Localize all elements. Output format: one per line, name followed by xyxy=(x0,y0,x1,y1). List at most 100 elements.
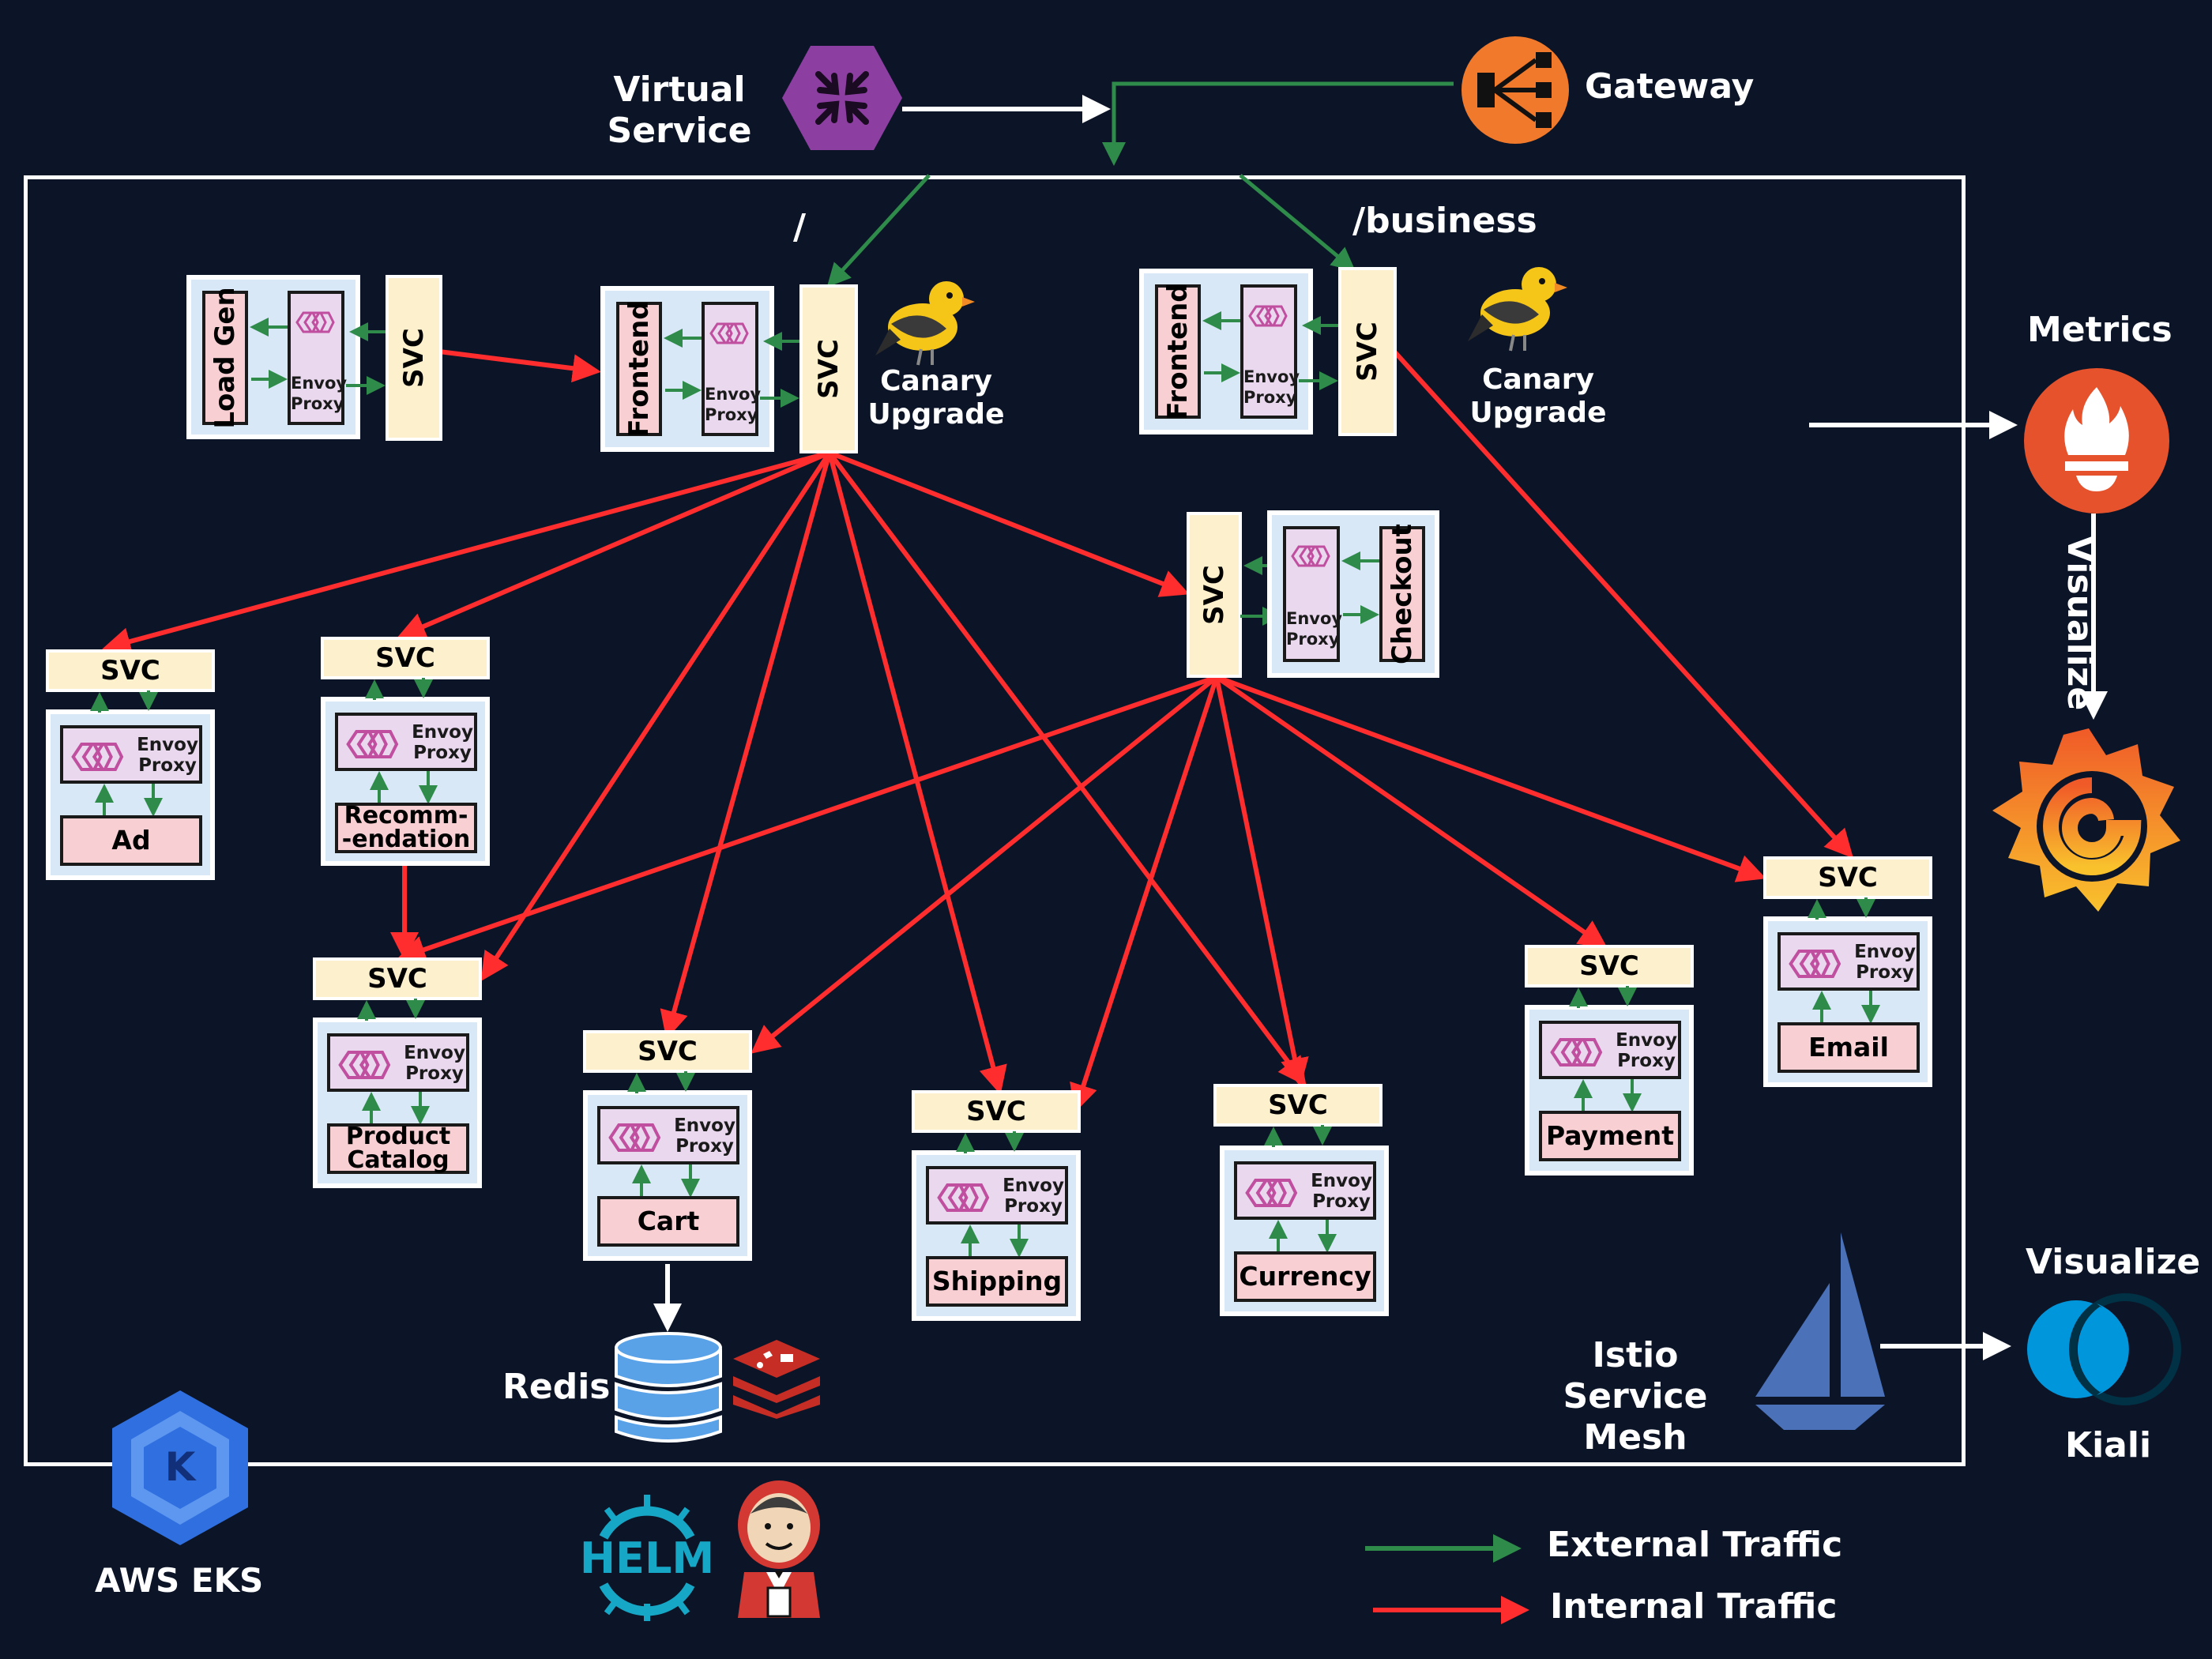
envoy-proxy: Envoy Proxy xyxy=(702,302,761,436)
checkout-label: Checkout xyxy=(1386,524,1418,664)
svc-link-arrows xyxy=(90,690,158,713)
envoy-icon xyxy=(1245,1179,1298,1207)
svc-link-arrows xyxy=(357,999,425,1021)
checkout-app[interactable]: Checkout xyxy=(1379,524,1425,664)
envoy-proxy: Envoy Proxy xyxy=(1283,526,1343,662)
product-catalog-pod[interactable]: Envoy Proxy Product Catalog xyxy=(313,1018,482,1188)
helm-text: HELM xyxy=(580,1533,714,1583)
envoy-proxy-label: Envoy Proxy xyxy=(674,1115,735,1157)
svc-link-arrows xyxy=(627,1071,695,1093)
database-icon xyxy=(615,1332,722,1443)
envoy-icon xyxy=(295,311,335,333)
svc-link-arrows xyxy=(1808,897,1875,920)
envoy-proxy-label: Envoy Proxy xyxy=(1854,942,1916,983)
pod-internal-arrows xyxy=(95,784,163,817)
product-catalog-app[interactable]: Product Catalog xyxy=(327,1123,469,1174)
envoy-proxy: Envoy Proxy xyxy=(597,1106,739,1164)
cart-app[interactable]: Cart xyxy=(597,1196,739,1247)
checkout-svc[interactable]: SVC xyxy=(1187,512,1242,678)
canary-bird-icon xyxy=(1468,267,1567,352)
currency-app[interactable]: Currency xyxy=(1234,1251,1376,1302)
envoy-icon xyxy=(1291,545,1330,567)
legend-external: External Traffic xyxy=(1547,1525,1843,1565)
cart-svc[interactable]: SVC xyxy=(583,1030,752,1073)
envoy-proxy-label: Envoy Proxy xyxy=(1003,1176,1064,1217)
ad-pod[interactable]: Envoy Proxy Ad xyxy=(46,709,215,880)
visualize-grafana-label: Visualize xyxy=(2060,536,2100,711)
svc-link-arrows xyxy=(1569,986,1637,1008)
route-business-label: /business xyxy=(1352,201,1537,241)
frontend-app[interactable]: Frontend xyxy=(616,300,662,438)
envoy-icon xyxy=(338,1051,391,1079)
svg-text:K: K xyxy=(165,1444,198,1490)
prometheus-icon[interactable] xyxy=(2024,368,2169,514)
email-svc[interactable]: SVC xyxy=(1763,856,1932,899)
envoy-proxy-label: Envoy Proxy xyxy=(137,735,198,776)
svc-link-arrows xyxy=(956,1131,1024,1153)
shipping-svc[interactable]: SVC xyxy=(912,1090,1081,1133)
payment-pod[interactable]: Envoy Proxy Payment xyxy=(1525,1005,1694,1176)
frontend-label: Frontend xyxy=(623,300,655,438)
kiali-icon[interactable] xyxy=(2024,1292,2182,1408)
eks-cluster-boundary xyxy=(24,175,1966,1466)
checkout-pod[interactable]: Envoy Proxy Checkout xyxy=(1267,510,1439,678)
payment-svc[interactable]: SVC xyxy=(1525,945,1694,988)
load-gen-app[interactable]: Load Gen xyxy=(202,287,248,429)
ad-app[interactable]: Ad xyxy=(60,815,202,866)
shipping-app[interactable]: Shipping xyxy=(926,1256,1068,1307)
payment-app[interactable]: Payment xyxy=(1539,1111,1681,1161)
pod-internal-arrows xyxy=(961,1224,1029,1258)
load-gen-label: Load Gen xyxy=(209,287,241,429)
envoy-icon xyxy=(1550,1038,1603,1066)
pod-internal-arrows xyxy=(632,1164,700,1198)
redis-icon xyxy=(733,1340,820,1419)
recommendation-svc[interactable]: SVC xyxy=(321,637,490,679)
canary-bird-icon xyxy=(875,281,975,366)
envoy-proxy: Envoy Proxy xyxy=(1778,932,1920,991)
pod-internal-arrows xyxy=(664,329,702,400)
route-root-label: / xyxy=(793,207,807,247)
load-gen-pod[interactable]: Load Gen Envoy Proxy xyxy=(186,275,360,439)
envoy-proxy-label: Envoy Proxy xyxy=(291,374,348,413)
email-app[interactable]: Email xyxy=(1778,1022,1920,1073)
currency-svc[interactable]: SVC xyxy=(1213,1084,1382,1127)
pod-internal-arrows xyxy=(1341,551,1379,624)
svc-link-arrows xyxy=(1264,1125,1332,1147)
eks-icon: K xyxy=(112,1390,248,1545)
gateway-icon[interactable] xyxy=(1460,35,1571,145)
pod-internal-arrows xyxy=(1269,1220,1337,1253)
shipping-pod[interactable]: Envoy Proxy Shipping xyxy=(912,1150,1081,1321)
envoy-proxy-label: Envoy Proxy xyxy=(412,722,473,763)
product-catalog-svc[interactable]: SVC xyxy=(313,957,482,1000)
cart-pod[interactable]: Envoy Proxy Cart xyxy=(583,1090,752,1261)
virtual-service-icon[interactable] xyxy=(781,44,904,152)
envoy-proxy-label: Envoy Proxy xyxy=(1243,367,1300,407)
aws-eks-label: AWS EKS xyxy=(95,1561,264,1600)
frontend-svc[interactable]: SVC xyxy=(799,284,858,453)
envoy-proxy-label: Envoy Proxy xyxy=(1286,609,1343,649)
svc-link-arrows xyxy=(365,678,433,700)
currency-pod[interactable]: Envoy Proxy Currency xyxy=(1220,1146,1389,1316)
metrics-label: Metrics xyxy=(2027,310,2172,350)
svc-link-arrows xyxy=(760,332,803,408)
recommendation-pod[interactable]: Envoy Proxy Recomm- -endation xyxy=(321,697,490,866)
grafana-icon[interactable] xyxy=(1988,724,2182,934)
envoy-proxy: Envoy Proxy xyxy=(327,1033,469,1092)
frontend-canary-svc[interactable]: SVC xyxy=(1338,267,1397,436)
recommendation-app[interactable]: Recomm- -endation xyxy=(335,803,477,853)
frontend-pod[interactable]: Frontend Envoy Proxy xyxy=(600,286,774,452)
envoy-proxy: Envoy Proxy xyxy=(1234,1161,1376,1220)
istio-icon[interactable] xyxy=(1752,1232,1888,1430)
canary-upgrade-label: Canary Upgrade xyxy=(867,365,1005,431)
email-pod[interactable]: Envoy Proxy Email xyxy=(1763,916,1932,1087)
ad-svc[interactable]: SVC xyxy=(46,649,215,692)
canary-upgrade-label-2: Canary Upgrade xyxy=(1469,363,1607,429)
istio-label: Istio Service Mesh xyxy=(1563,1335,1708,1458)
frontend-canary-app[interactable]: Frontend xyxy=(1155,283,1201,420)
kiali-label: Kiali xyxy=(2065,1425,2152,1465)
envoy-proxy-label: Envoy Proxy xyxy=(1616,1030,1677,1071)
pod-internal-arrows xyxy=(1202,311,1240,382)
load-gen-svc[interactable]: SVC xyxy=(386,275,442,441)
frontend-canary-pod[interactable]: Frontend Envoy Proxy xyxy=(1139,269,1313,434)
